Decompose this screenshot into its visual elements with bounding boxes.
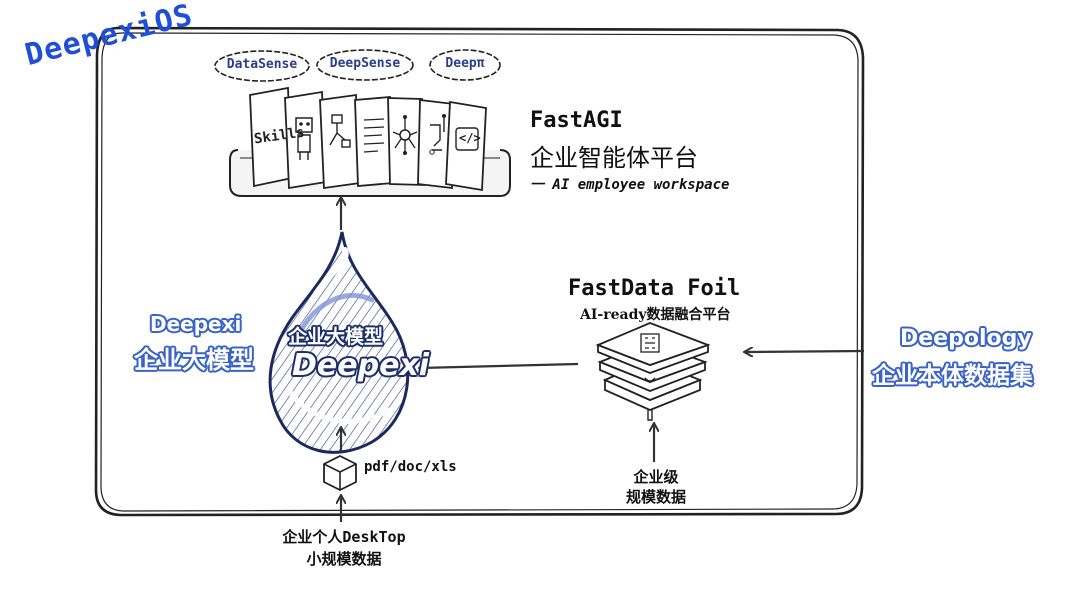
desktop-label-line2: 小规模数据 xyxy=(306,550,382,568)
card-document xyxy=(354,96,394,187)
card-robot xyxy=(284,90,327,190)
datasense-bubble xyxy=(214,50,310,82)
arrow-ontology-to-fastdata xyxy=(745,351,865,352)
deepexi-model-drop xyxy=(268,231,410,454)
fastdata-subtitle: AI-ready数据融合平台 xyxy=(580,307,731,323)
skill-cards xyxy=(249,86,487,192)
ontology-label-en: Deepology xyxy=(900,326,1032,351)
fastdata-title: FastData Foil xyxy=(568,276,741,301)
fastdata-layers-icon xyxy=(595,322,711,421)
card-label-code: </> xyxy=(459,131,481,145)
agent-label-deepsense: DeepSense xyxy=(329,56,401,71)
agent-bubbles xyxy=(214,49,501,82)
card-code xyxy=(445,100,487,192)
agent-label-datasense: DataSense xyxy=(226,57,298,72)
drop-label-en: Deepexi xyxy=(292,348,430,383)
card-flowchart xyxy=(319,93,361,190)
cube-icon xyxy=(323,454,357,492)
fastagi-tagline: 一 AI employee workspace xyxy=(530,177,730,193)
deepsense-bubble xyxy=(316,49,414,81)
drop-label-cn: 企业大模型 xyxy=(288,326,384,348)
card-circuit xyxy=(417,98,455,190)
desktop-label-line1: 企业个人DeskTop xyxy=(282,528,406,546)
fastagi-title: FastAGI xyxy=(530,108,623,133)
model-side-label-en: Deepexi xyxy=(150,312,242,336)
ontology-label-cn: 企业本体数据集 xyxy=(872,363,1033,389)
enterprise-data-line1: 企业级 xyxy=(633,468,679,486)
platform-frame xyxy=(94,26,865,517)
file-formats-label: pdf/doc/xls xyxy=(364,459,457,475)
flow-arrows xyxy=(341,198,865,522)
enterprise-data-line2: 规模数据 xyxy=(625,488,686,506)
model-side-label-cn: 企业大模型 xyxy=(134,346,254,374)
deeppi-bubble xyxy=(429,49,501,81)
agent-label-deeppi: Deepπ xyxy=(445,56,485,71)
fastagi-subtitle: 企业智能体平台 xyxy=(530,144,698,172)
arrow-fastdata-to-model xyxy=(420,364,579,368)
